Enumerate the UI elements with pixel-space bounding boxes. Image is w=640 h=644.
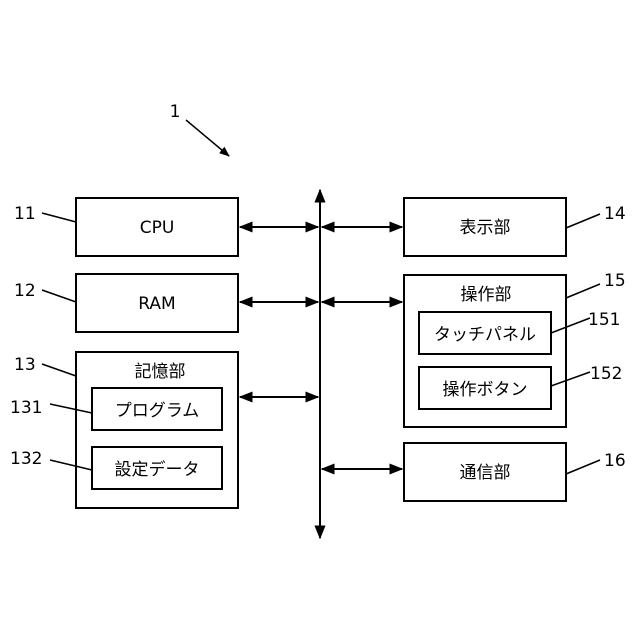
cpu-leader [42,213,76,222]
program-label: プログラム [115,401,200,421]
program-ref: 131 [10,398,42,418]
operation-ref: 15 [604,271,626,291]
operation-buttons-ref: 152 [590,364,622,384]
cpu-ref: 11 [14,204,36,224]
program-block: プログラム [92,388,222,430]
display-ref: 14 [604,204,626,224]
system-ref-label: 1 [170,102,181,122]
communication-block: 通信部 [404,443,566,501]
touch-panel-label: タッチパネル [434,325,536,345]
communication-leader [566,460,600,474]
storage-leader [42,364,76,376]
settings-data-ref: 132 [10,449,42,469]
communication-ref: 16 [604,451,626,471]
system-ref-arrow [186,120,229,156]
touch-panel-ref: 151 [588,310,620,330]
ram-ref: 12 [14,281,36,301]
operation-buttons-label: 操作ボタン [443,380,528,400]
display-leader [566,214,600,228]
touch-panel-block: タッチパネル [419,312,551,354]
ram-label: RAM [138,294,175,314]
settings-data-label: 設定データ [115,459,200,480]
operation-buttons-block: 操作ボタン [419,367,551,409]
storage-block: 記憶部 プログラム 設定データ [76,352,238,508]
ram-block: RAM [76,274,238,332]
display-block: 表示部 [404,198,566,256]
ram-leader [42,290,76,302]
operation-block: 操作部 タッチパネル 操作ボタン [404,275,566,427]
operation-label: 操作部 [461,285,512,305]
display-label: 表示部 [460,218,511,238]
storage-label: 記憶部 [135,362,186,382]
storage-ref: 13 [14,355,36,375]
cpu-block: CPU [76,198,238,256]
settings-data-block: 設定データ [92,447,222,489]
cpu-label: CPU [140,218,175,238]
communication-label: 通信部 [460,463,511,483]
operation-leader [566,284,600,298]
